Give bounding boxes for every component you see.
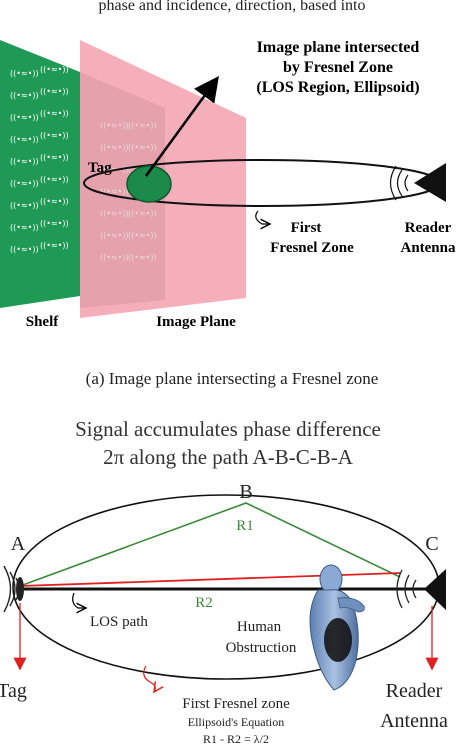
r2-path	[19, 572, 401, 587]
rfid-tag-glyph: ((•≈•))	[100, 209, 129, 218]
rfid-tag-glyph: ((•≈•))	[100, 253, 129, 262]
tag-label-b: Tag	[0, 680, 27, 702]
human-shadow	[324, 618, 352, 662]
image-plane-label: Image Plane	[156, 314, 236, 330]
signal-waves-icon	[389, 165, 409, 201]
human-head	[319, 564, 343, 594]
callout-line-3: (LOS Region, Ellipsoid)	[256, 79, 419, 96]
los-path-label: LOS path	[90, 614, 148, 630]
reader-label-b-1: Reader	[386, 680, 443, 702]
r1-label: R1	[236, 518, 254, 534]
r2-label: R2	[195, 595, 213, 611]
human-label-2: Obstruction	[226, 640, 297, 656]
human-obstruction-figure	[309, 564, 365, 691]
rfid-tag-glyph: ((•≈•))	[100, 187, 129, 196]
r1-path	[19, 502, 401, 587]
rfid-tag-glyph: ((•≈•))	[128, 209, 157, 218]
rfid-tag-grid: ((•≈•))((•≈•))((•≈•))((•≈•))((•≈•))((•≈•…	[10, 65, 157, 262]
rfid-tag-glyph: ((•≈•))	[10, 179, 39, 188]
rfid-tag-glyph: ((•≈•))	[100, 143, 129, 152]
rfid-tag-glyph: ((•≈•))	[40, 109, 69, 118]
rfid-tag-glyph: ((•≈•))	[40, 131, 69, 140]
top-fragment-text: phase and incidence, direction, based in…	[98, 0, 365, 14]
rfid-tag-glyph: ((•≈•))	[40, 87, 69, 96]
rfid-tag-glyph: ((•≈•))	[128, 143, 157, 152]
fresnel-zone-label-b: First Fresnel zone	[182, 696, 290, 712]
tag-antenna-b	[3, 565, 24, 613]
first-fresnel-label-2: Fresnel Zone	[270, 240, 354, 256]
tag-label-a: Tag	[88, 160, 112, 176]
rfid-tag-glyph: ((•≈•))	[10, 245, 39, 254]
first-fresnel-label-1: First	[291, 220, 322, 236]
rfid-tag-glyph: ((•≈•))	[40, 153, 69, 162]
los-pointer-arrow	[72, 592, 86, 608]
rfid-tag-glyph: ((•≈•))	[10, 223, 39, 232]
caption-a: (a) Image plane intersecting a Fresnel z…	[86, 369, 379, 388]
rfid-tag-glyph: ((•≈•))	[128, 231, 157, 240]
reader-label-a-2: Antenna	[400, 240, 456, 256]
rfid-tag-glyph: ((•≈•))	[10, 135, 39, 144]
callout-arrow	[144, 75, 219, 177]
rfid-tag-glyph: ((•≈•))	[10, 69, 39, 78]
fresnel-pointer-arrow	[255, 210, 270, 224]
rfid-tag-glyph: ((•≈•))	[128, 253, 157, 262]
rfid-tag-glyph: ((•≈•))	[10, 201, 39, 210]
rfid-tag-glyph: ((•≈•))	[40, 241, 69, 250]
shelf-plane-overlap	[80, 72, 165, 308]
rfid-tag-glyph: ((•≈•))	[100, 231, 129, 240]
human-arm	[337, 597, 365, 613]
rfid-tag-glyph: ((•≈•))	[100, 121, 129, 130]
reader-label-b-2: Antenna	[380, 710, 448, 732]
rfid-tag-glyph: ((•≈•))	[10, 91, 39, 100]
shelf	[0, 40, 80, 308]
reader-antenna-icon	[424, 569, 446, 610]
callout-line-2: by Fresnel Zone	[283, 59, 393, 76]
rfid-tag-glyph: ((•≈•))	[128, 121, 157, 130]
tag-ellipse	[126, 165, 172, 203]
point-c-label: C	[425, 533, 438, 555]
callout-line-1: Image plane intersected	[257, 39, 420, 56]
reader-label-a-1: Reader	[405, 220, 452, 236]
ellipsoid-equation: R1 - R2 = λ/2	[203, 732, 269, 746]
antenna-icon	[414, 163, 446, 202]
panel-b-title-2: 2π along the path A-B-C-B-A	[103, 445, 354, 469]
rfid-tag-glyph: ((•≈•))	[10, 113, 39, 122]
rfid-tag-glyph: ((•≈•))	[40, 65, 69, 74]
fresnel-red-pointer	[143, 665, 156, 692]
reader-antenna-b	[396, 569, 446, 610]
reader-waves-icon	[396, 569, 417, 609]
panel-b-title-1: Signal accumulates phase difference	[75, 417, 381, 441]
reader-antenna-a	[389, 163, 446, 202]
rfid-tag-glyph: ((•≈•))	[40, 175, 69, 184]
ellipsoid-equation-title: Ellipsoid's Equation	[188, 715, 285, 729]
rfid-tag-glyph: ((•≈•))	[10, 157, 39, 166]
shelf-label: Shelf	[26, 314, 60, 330]
tag-dot-icon	[16, 577, 24, 601]
point-a-label: A	[11, 533, 26, 555]
point-b-label: B	[239, 481, 252, 503]
panel-a: ((•≈•))((•≈•))((•≈•))((•≈•))((•≈•))((•≈•…	[0, 39, 456, 388]
panel-b: Signal accumulates phase difference 2π a…	[0, 417, 448, 746]
human-label-1: Human	[237, 619, 282, 635]
rfid-tag-glyph: ((•≈•))	[40, 219, 69, 228]
rfid-tag-glyph: ((•≈•))	[40, 197, 69, 206]
